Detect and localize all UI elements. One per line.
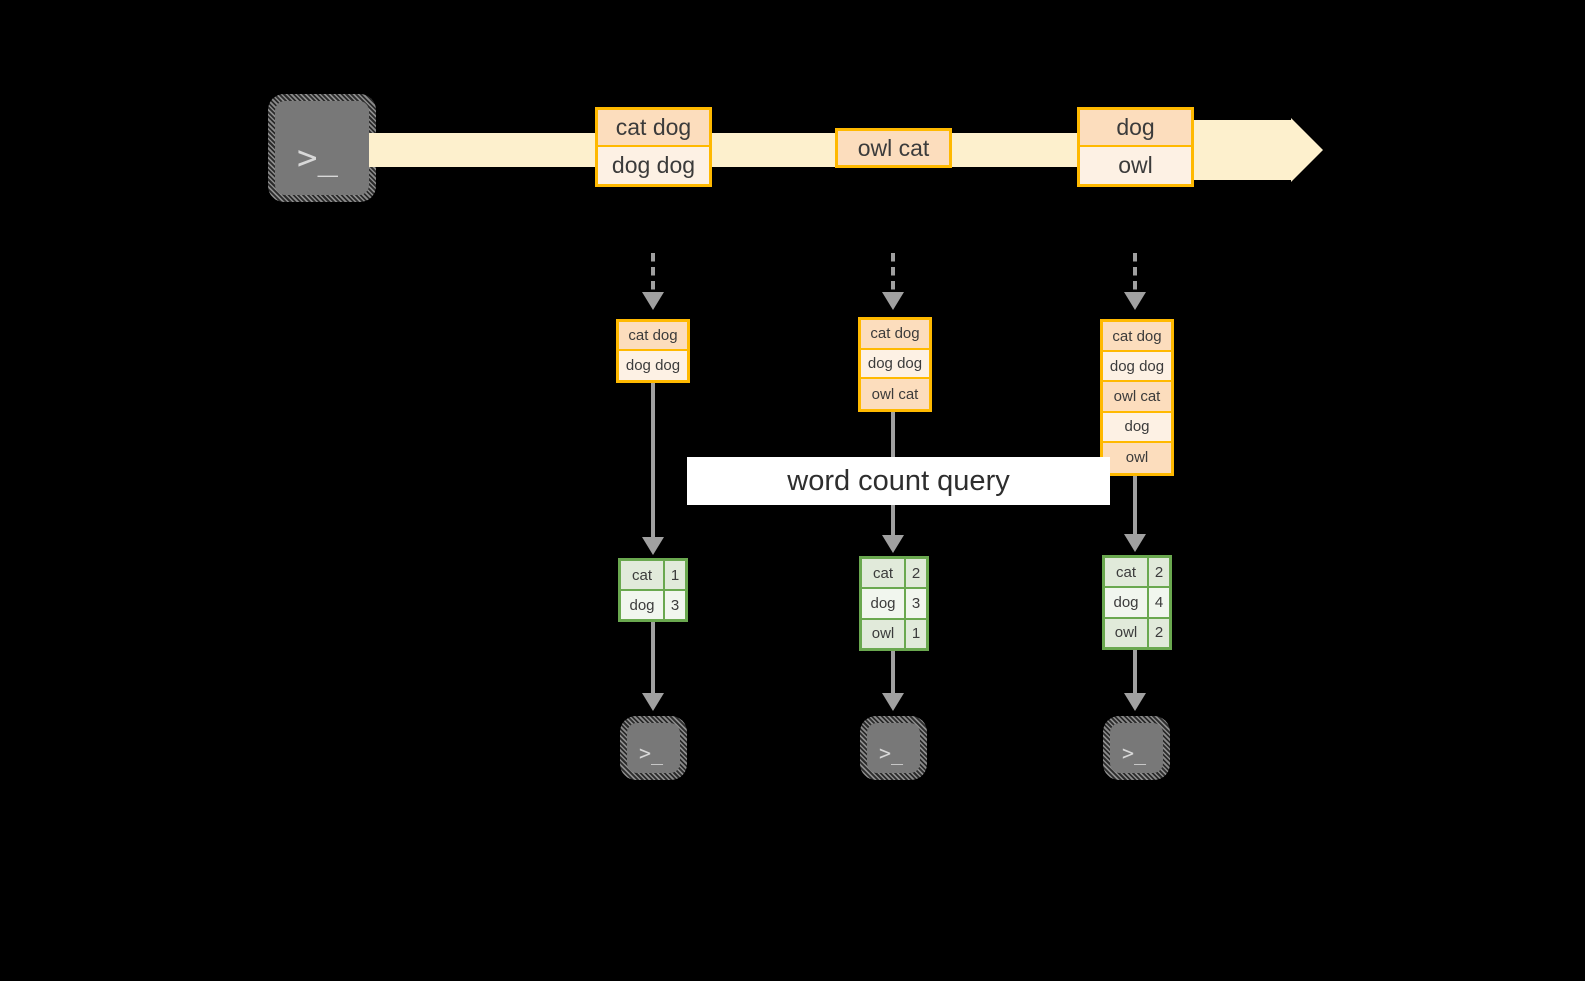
result-word: dog	[621, 591, 665, 619]
result-word: dog	[1105, 588, 1149, 617]
stream-to-batch-connector-1	[651, 253, 655, 295]
batch-input-row: dog	[1103, 412, 1171, 443]
stream-record-line: dog dog	[598, 147, 709, 184]
batch-input-table-2: cat dog dog dog owl cat	[858, 317, 932, 412]
result-count: 1	[906, 619, 926, 648]
result-table-3: cat 2 dog 4 owl 2	[1102, 555, 1172, 650]
result-row: owl 2	[1105, 618, 1169, 647]
stream-record-line: owl	[1080, 147, 1191, 184]
result-row: cat 2	[1105, 558, 1169, 589]
sink-arrowhead-2	[882, 693, 904, 711]
batch-input-row: cat dog	[619, 322, 687, 351]
stream-to-batch-arrowhead-3	[1124, 292, 1146, 310]
stream-to-batch-connector-2	[891, 253, 895, 295]
sink-terminal-3-icon: >_	[1103, 716, 1170, 780]
batch-input-row: owl	[1103, 442, 1171, 473]
result-row: owl 1	[862, 619, 926, 648]
batch-input-row: dog dog	[619, 351, 687, 380]
result-word: cat	[1105, 558, 1149, 587]
batch-input-row: dog dog	[861, 349, 929, 380]
stream-to-batch-connector-3	[1133, 253, 1137, 295]
query-arrowhead-2	[882, 535, 904, 553]
batch-input-row: owl cat	[861, 379, 929, 409]
result-word: owl	[1105, 618, 1149, 647]
result-table-1: cat 1 dog 3	[618, 558, 688, 622]
result-word: dog	[862, 589, 906, 618]
result-word: cat	[621, 561, 665, 589]
batch-input-row: cat dog	[1103, 322, 1171, 353]
terminal-body	[1110, 723, 1163, 773]
result-word: cat	[862, 559, 906, 588]
sink-arrowhead-1	[642, 693, 664, 711]
terminal-body	[275, 101, 369, 195]
stream-record-group-2: owl cat	[835, 128, 952, 168]
stream-record-line: owl cat	[838, 131, 949, 165]
result-table-2: cat 2 dog 3 owl 1	[859, 556, 929, 651]
stream-band-thick	[1190, 120, 1291, 180]
terminal-prompt-glyph: >_	[639, 741, 664, 765]
stream-record-group-1: cat dog dog dog	[595, 107, 712, 187]
query-arrowhead-1	[642, 537, 664, 555]
batch-input-table-1: cat dog dog dog	[616, 319, 690, 383]
sink-connector-2	[891, 651, 895, 694]
sink-terminal-2-icon: >_	[860, 716, 927, 780]
stream-record-line: cat dog	[598, 110, 709, 147]
batch-input-row: dog dog	[1103, 352, 1171, 383]
result-row: dog 4	[1105, 588, 1169, 619]
terminal-prompt-glyph: >_	[879, 741, 904, 765]
terminal-body	[867, 723, 920, 773]
result-row: dog 3	[621, 591, 685, 619]
terminal-body	[627, 723, 680, 773]
result-count: 2	[906, 559, 926, 588]
stream-record-line: dog	[1080, 110, 1191, 147]
terminal-prompt-glyph: >_	[1122, 741, 1147, 765]
sink-connector-1	[651, 622, 655, 694]
result-row: cat 2	[862, 559, 926, 590]
query-label: word count query	[687, 457, 1110, 505]
stream-to-batch-arrowhead-1	[642, 292, 664, 310]
batch-input-row: owl cat	[1103, 382, 1171, 413]
result-count: 2	[1149, 558, 1169, 587]
result-row: dog 3	[862, 589, 926, 620]
query-connector-1	[651, 383, 655, 538]
batch-input-row: cat dog	[861, 320, 929, 350]
result-count: 3	[906, 589, 926, 618]
result-count: 2	[1149, 618, 1169, 647]
result-row: cat 1	[621, 561, 685, 591]
result-count: 1	[665, 561, 685, 589]
sink-arrowhead-3	[1124, 693, 1146, 711]
batch-input-table-3: cat dog dog dog owl cat dog owl	[1100, 319, 1174, 476]
query-arrowhead-3	[1124, 534, 1146, 552]
source-terminal-icon: >_	[268, 94, 376, 202]
result-word: owl	[862, 619, 906, 648]
result-count: 3	[665, 591, 685, 619]
stream-record-group-3: dog owl	[1077, 107, 1194, 187]
sink-connector-3	[1133, 650, 1137, 694]
sink-terminal-1-icon: >_	[620, 716, 687, 780]
stream-to-batch-arrowhead-2	[882, 292, 904, 310]
result-count: 4	[1149, 588, 1169, 617]
terminal-prompt-glyph: >_	[297, 138, 338, 178]
query-connector-3	[1133, 476, 1137, 536]
stream-arrowhead	[1291, 118, 1323, 182]
